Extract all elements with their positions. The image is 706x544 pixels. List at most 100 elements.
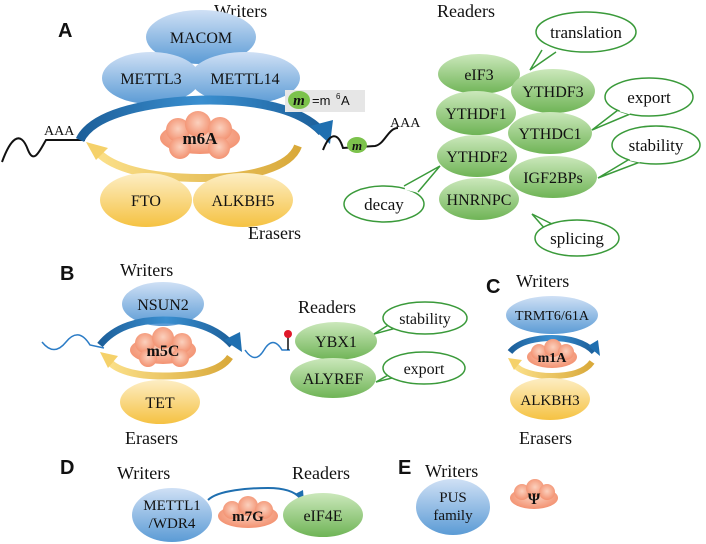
panel-b-readers-label: Readers — [298, 297, 356, 317]
panel-d: D Writers Readers METTL1 /WDR4 m7G eIF4E — [60, 457, 363, 542]
eraser-tet — [120, 380, 200, 424]
rna-strand-left — [1, 137, 85, 163]
m7g-modification: m7G — [218, 496, 278, 528]
m5c-label: m5C — [147, 343, 180, 360]
pseudouridine-modification: Ψ — [510, 479, 558, 509]
writer-mettl14 — [190, 52, 300, 104]
m7g-arrow — [207, 486, 301, 501]
reader-hnrnpc-label: HNRNPC — [447, 192, 512, 209]
writer-arrow — [75, 95, 326, 143]
reader-ythdf3-label: YTHDF3 — [522, 84, 583, 101]
poly-a-left: AAA — [44, 124, 75, 139]
function-decay: decay — [364, 195, 404, 214]
eraser-arrow-head — [86, 142, 108, 160]
m5c-mark — [284, 330, 292, 338]
m6a-mark — [347, 137, 367, 153]
panel-c-letter: C — [486, 276, 500, 298]
panel-a-readers-label: Readers — [437, 1, 495, 21]
m6a-symbol: m — [293, 93, 305, 109]
writer-nsun2-label: NSUN2 — [137, 297, 189, 314]
panel-c-erasers-label: Erasers — [519, 428, 572, 448]
reader-ythdf2-label: YTHDF2 — [446, 149, 507, 166]
m6a-legend-sup: 6 — [336, 92, 341, 101]
m6a-label: m6A — [183, 129, 219, 148]
eraser-arrow-c-head — [508, 358, 522, 370]
eraser-arrow-b — [105, 354, 233, 380]
bubble-stability: stability — [597, 125, 701, 179]
reader-ythdc1 — [508, 112, 592, 154]
reader-ybx1-label: YBX1 — [315, 334, 357, 351]
reader-eif3-label: eIF3 — [464, 67, 493, 84]
reader-ythdf1-label: YTHDF1 — [445, 106, 506, 123]
m6a-modification: m6A — [160, 111, 240, 159]
reader-ybx1 — [295, 322, 377, 360]
panel-d-letter: D — [60, 457, 74, 479]
rna-strand-b-right — [244, 341, 290, 359]
m1a-label: m1A — [538, 351, 568, 366]
panel-c: C Writers Erasers TRMT6/61A m1A ALKBH3 — [486, 271, 600, 448]
writer-arrow-b-head — [224, 332, 242, 352]
function-export-b: export — [404, 361, 445, 378]
writer-arrow-c-head — [588, 340, 600, 356]
writer-trmt6-61a-label: TRMT6/61A — [515, 309, 590, 324]
bubble-translation: translation — [529, 11, 637, 71]
reader-ythdf2 — [437, 135, 517, 177]
m6a-legend-end: A — [341, 93, 350, 108]
pseudouridine-label: Ψ — [528, 491, 541, 508]
panel-b: B Writers Readers Erasers NSUN2 m5C TET … — [41, 260, 468, 448]
eraser-arrow-c — [511, 360, 595, 380]
panel-b-writers-label: Writers — [120, 260, 173, 280]
function-splicing: splicing — [550, 229, 604, 248]
reader-igf2bps-label: IGF2BPs — [523, 170, 583, 187]
panel-d-writers-label: Writers — [117, 463, 170, 483]
writer-pus-label: PUS — [439, 490, 467, 506]
reader-eif4e — [283, 493, 363, 537]
writer-family-label: family — [433, 508, 473, 524]
writer-macom — [146, 10, 256, 64]
reader-hnrnpc — [439, 178, 519, 220]
eraser-fto — [100, 173, 192, 227]
writer-wdr4-label: /WDR4 — [149, 516, 196, 532]
reader-ythdf1 — [436, 91, 516, 135]
eraser-alkbh3 — [510, 378, 590, 420]
panel-e-letter: E — [398, 457, 411, 479]
rna-strand-b-left — [41, 334, 105, 351]
writer-mettl1-label: METTL1 — [143, 498, 201, 514]
writer-macom-label: MACOM — [170, 30, 232, 47]
writer-arrow-head — [310, 120, 333, 144]
panel-b-erasers-label: Erasers — [125, 428, 178, 448]
eraser-arrow — [92, 144, 302, 183]
reader-alyref-label: ALYREF — [303, 371, 364, 388]
function-stability-a: stability — [629, 136, 684, 155]
function-stability-b: stability — [399, 311, 451, 328]
writer-mettl1-wdr4 — [132, 488, 212, 542]
m5c-modification: m5C — [130, 327, 196, 367]
m6a-legend: m =m 6 A — [285, 90, 365, 112]
writer-mettl3-label: METTL3 — [120, 71, 181, 88]
panel-e-writers-label: Writers — [425, 461, 478, 481]
writer-trmt6-61a — [506, 296, 598, 334]
panel-d-readers-label: Readers — [292, 463, 350, 483]
writer-arrow-b — [97, 316, 235, 348]
bubble-export: export — [591, 77, 694, 131]
function-translation: translation — [550, 23, 622, 42]
function-export-a: export — [627, 88, 671, 107]
bubble-stability-b: stability — [373, 301, 468, 335]
eraser-fto-label: FTO — [131, 193, 161, 210]
writer-mettl14-label: METTL14 — [210, 71, 279, 88]
panel-b-letter: B — [60, 263, 74, 285]
panel-a-erasers-label: Erasers — [248, 223, 301, 243]
reader-alyref — [290, 358, 376, 398]
bubble-export-b: export — [375, 351, 466, 385]
writer-pus-family — [416, 479, 490, 535]
writer-nsun2 — [122, 282, 204, 326]
writer-arrow-c — [507, 334, 597, 355]
m1a-modification: m1A — [527, 339, 577, 368]
m7g-label: m7G — [232, 509, 264, 525]
bubble-decay: decay — [343, 165, 441, 223]
eraser-alkbh3-label: ALKBH3 — [520, 393, 579, 409]
bubble-splicing: splicing — [531, 213, 620, 257]
m6a-legend-eq: =m — [312, 93, 330, 108]
eraser-tet-label: TET — [145, 395, 175, 412]
